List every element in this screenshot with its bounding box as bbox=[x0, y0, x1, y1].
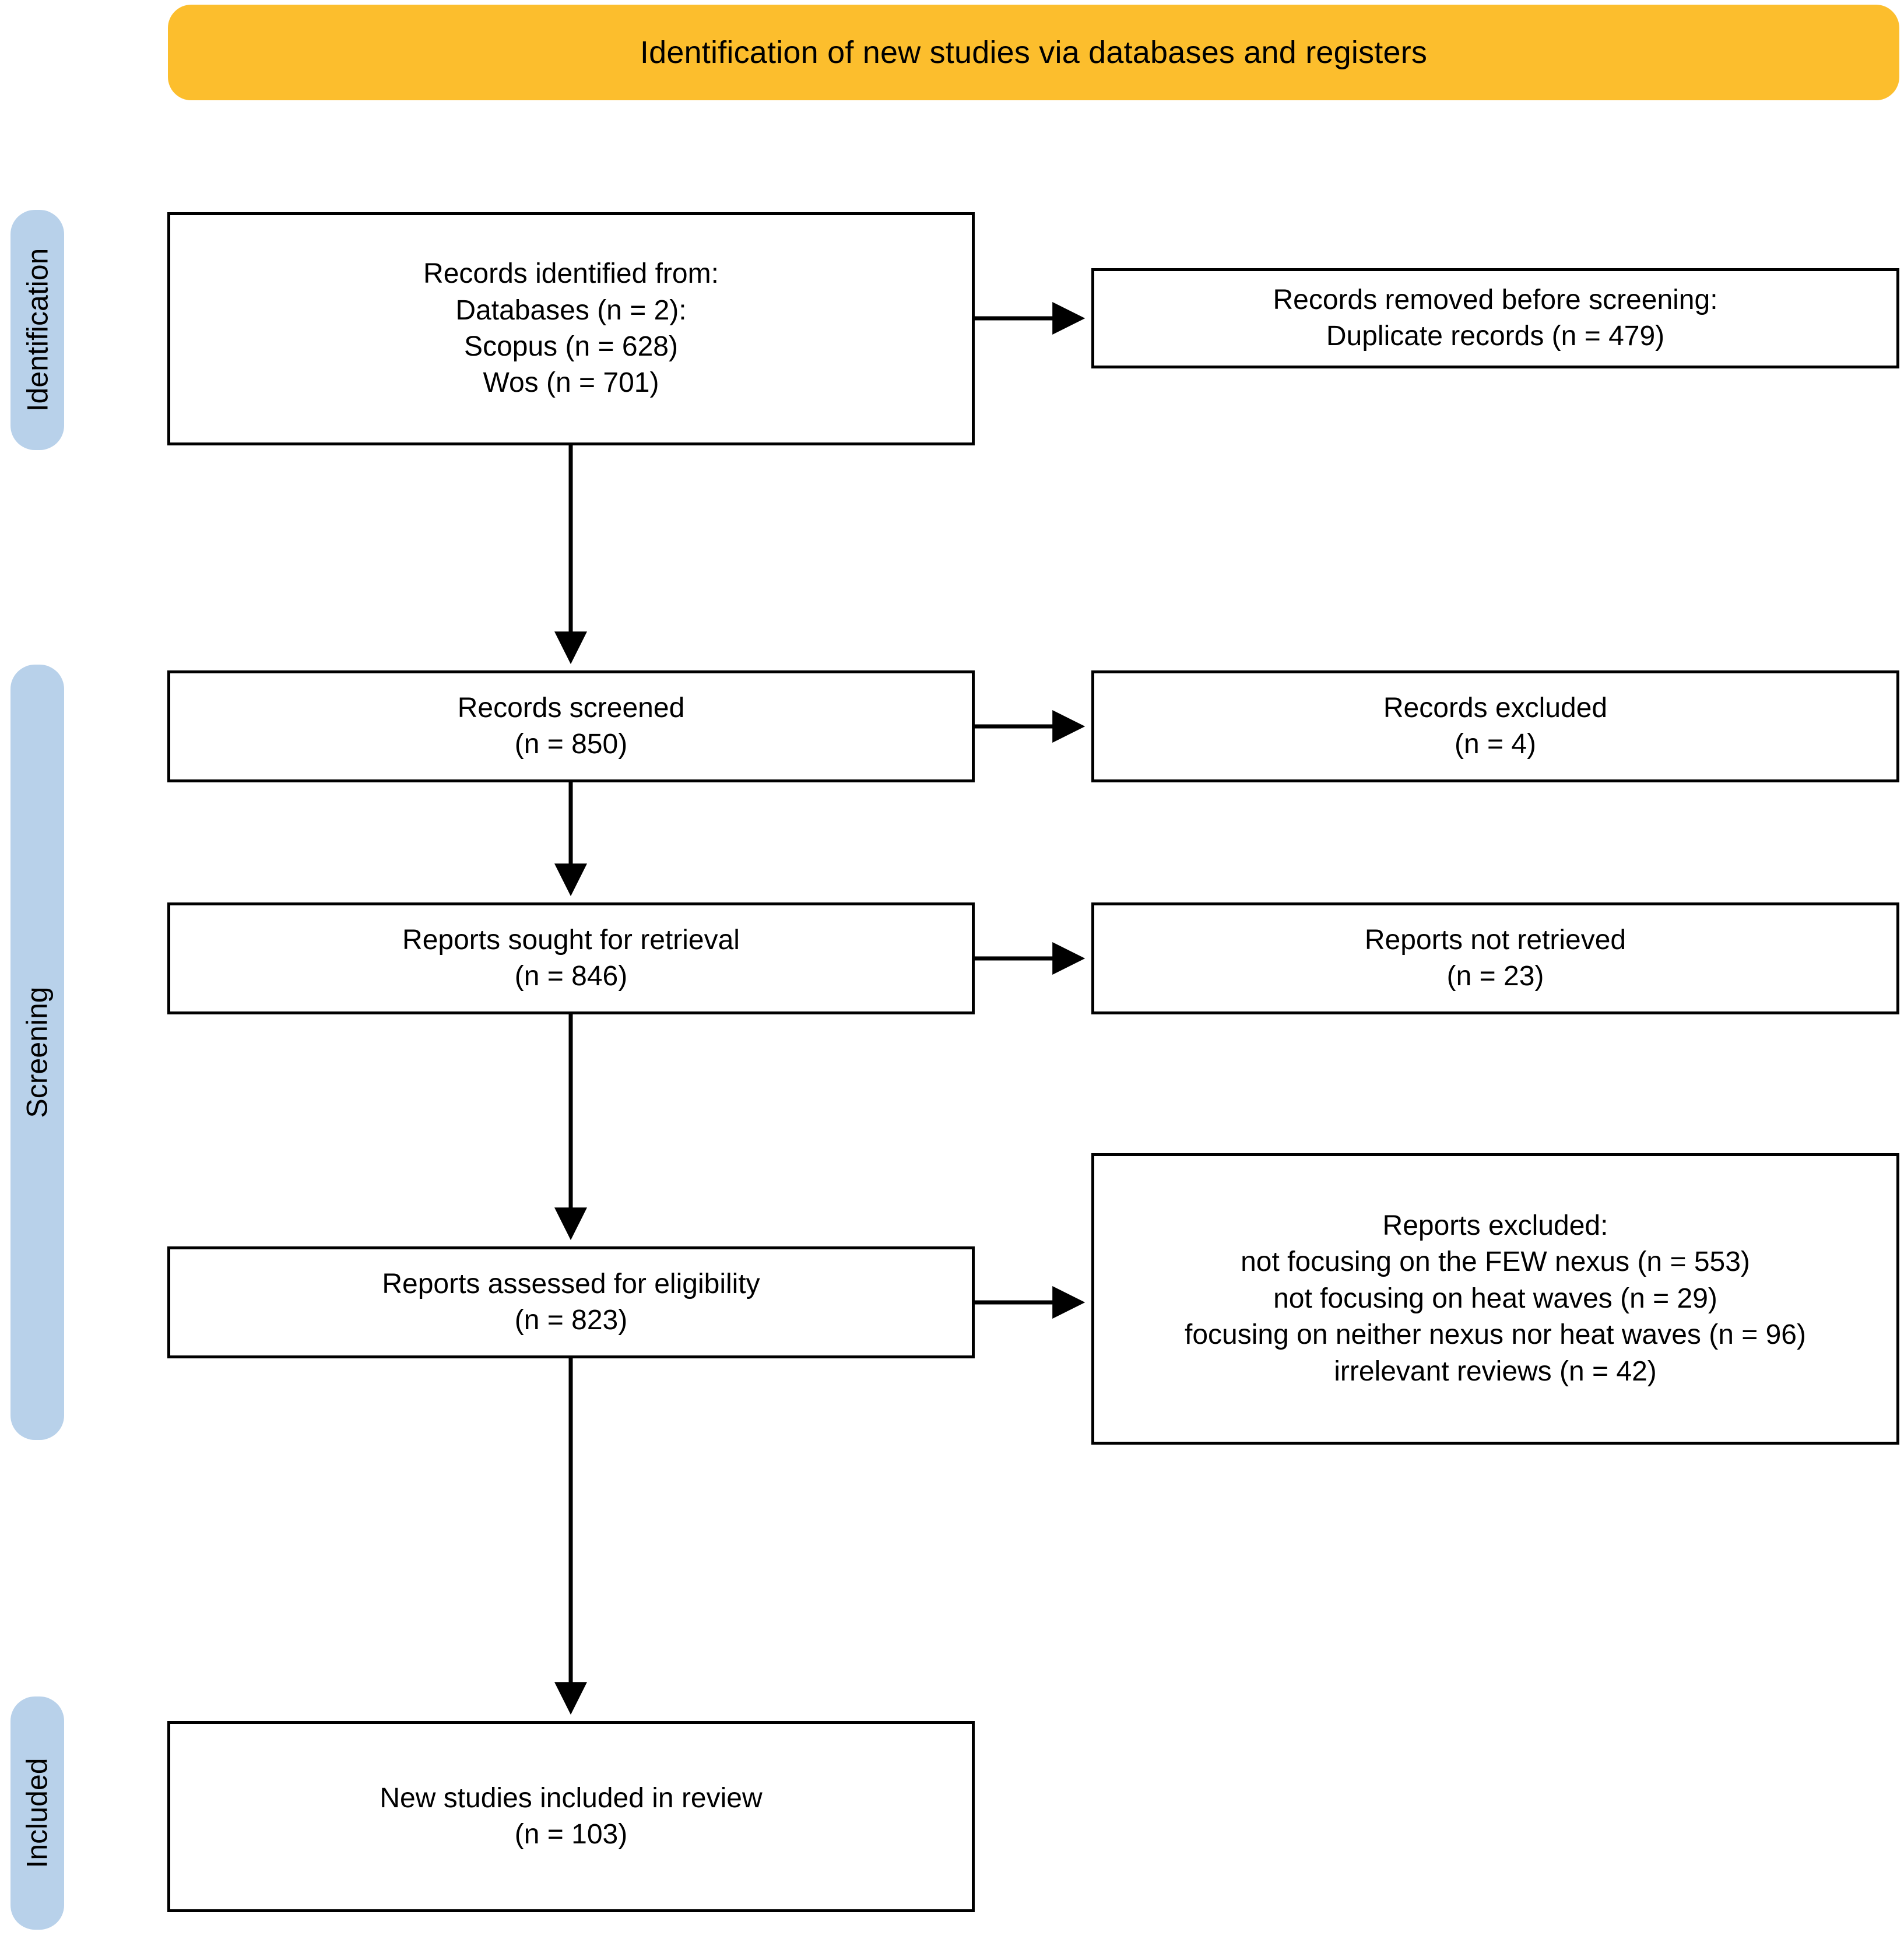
box-reports-not-retrieved: Reports not retrieved (n = 23) bbox=[1091, 902, 1899, 1014]
box-line: Records identified from: bbox=[423, 258, 719, 290]
box-line: not focusing on heat waves (n = 29) bbox=[1273, 1283, 1717, 1314]
box-line: (n = 823) bbox=[514, 1305, 628, 1336]
stage-label-identification: Identification bbox=[21, 248, 54, 412]
box-line: (n = 103) bbox=[514, 1819, 628, 1850]
box-reports-excluded: Reports excluded: not focusing on the FE… bbox=[1091, 1153, 1899, 1445]
box-records-identified: Records identified from: Databases (n = … bbox=[167, 212, 975, 445]
box-line: Duplicate records (n = 479) bbox=[1326, 321, 1665, 352]
box-reports-sought-for-retrieval: Reports sought for retrieval (n = 846) bbox=[167, 902, 975, 1014]
box-line: Records screened bbox=[457, 692, 685, 723]
box-line: New studies included in review bbox=[380, 1782, 763, 1814]
box-line: Reports sought for retrieval bbox=[402, 924, 740, 956]
stage-tab-screening: Screening bbox=[10, 665, 64, 1440]
box-line: focusing on neither nexus nor heat waves… bbox=[1185, 1319, 1806, 1351]
box-new-studies-included: New studies included in review (n = 103) bbox=[167, 1721, 975, 1912]
stage-tab-included: Included bbox=[10, 1696, 64, 1930]
page-title: Identification of new studies via databa… bbox=[640, 34, 1428, 70]
box-line: irrelevant reviews (n = 42) bbox=[1334, 1355, 1657, 1387]
box-line: (n = 846) bbox=[514, 961, 628, 992]
box-line: (n = 850) bbox=[514, 729, 628, 760]
diagram-header-banner: Identification of new studies via databa… bbox=[168, 5, 1899, 100]
box-line: Records excluded bbox=[1383, 692, 1608, 723]
box-records-removed-before-screening: Records removed before screening: Duplic… bbox=[1091, 268, 1899, 368]
box-line: Wos (n = 701) bbox=[483, 367, 659, 399]
box-line: Reports excluded: bbox=[1382, 1210, 1608, 1242]
box-line: Reports not retrieved bbox=[1364, 924, 1627, 956]
box-line: Scopus (n = 628) bbox=[464, 331, 678, 362]
box-line: (n = 23) bbox=[1446, 961, 1544, 992]
stage-tab-identification: Identification bbox=[10, 210, 64, 450]
box-line: Databases (n = 2): bbox=[455, 294, 687, 326]
box-line: Records removed before screening: bbox=[1273, 284, 1718, 315]
box-records-excluded: Records excluded (n = 4) bbox=[1091, 670, 1899, 782]
box-reports-assessed-for-eligibility: Reports assessed for eligibility (n = 82… bbox=[167, 1246, 975, 1358]
stage-label-screening: Screening bbox=[21, 986, 54, 1118]
box-records-screened: Records screened (n = 850) bbox=[167, 670, 975, 782]
stage-label-included: Included bbox=[21, 1758, 54, 1868]
box-line: not focusing on the FEW nexus (n = 553) bbox=[1241, 1246, 1750, 1278]
box-line: Reports assessed for eligibility bbox=[382, 1268, 760, 1299]
box-line: (n = 4) bbox=[1454, 729, 1537, 760]
